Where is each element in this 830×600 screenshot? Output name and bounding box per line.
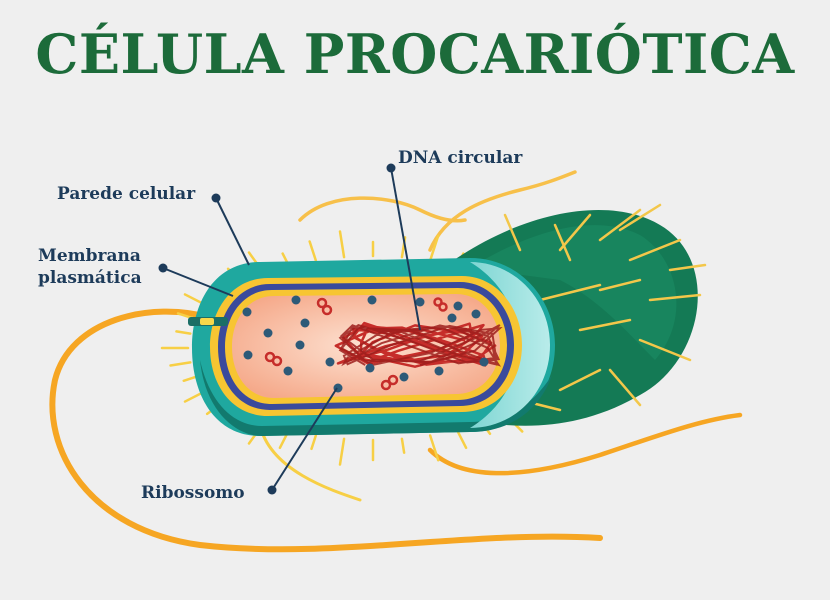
pilus <box>338 230 346 259</box>
pilus <box>169 361 192 367</box>
plasmids <box>264 297 448 391</box>
flagellum-left <box>49 308 603 553</box>
ribosome <box>447 313 457 323</box>
pilus <box>598 208 642 242</box>
cell-wall-cap <box>470 262 550 428</box>
ribosome <box>367 295 377 305</box>
ribosome <box>399 372 409 382</box>
pilus <box>400 437 406 454</box>
ribosome <box>365 363 375 373</box>
pilus <box>598 278 642 292</box>
pilus <box>608 368 642 407</box>
ribosomes <box>242 295 489 393</box>
ribosome <box>325 357 335 367</box>
pilus <box>538 283 602 302</box>
back-pili <box>503 203 707 412</box>
pilus <box>428 234 440 262</box>
ribosome <box>471 309 481 319</box>
flagellum-top-2 <box>298 196 467 223</box>
label-plasma-membrane-line2: plasmática <box>38 268 142 288</box>
pilus <box>553 223 572 262</box>
pilus <box>628 238 682 262</box>
label-plasma-membrane-line1: Membrana <box>38 246 141 266</box>
pilus <box>428 434 440 462</box>
ribosome <box>479 357 489 367</box>
ribosome <box>295 340 305 350</box>
pilus <box>308 240 318 262</box>
ribosome <box>243 350 253 360</box>
pilus <box>648 293 702 302</box>
label-cell-wall: Parede celular <box>57 184 196 204</box>
pilus <box>558 213 592 252</box>
flagellum-base-core <box>200 318 214 325</box>
pilus <box>558 368 602 392</box>
pilus <box>455 428 468 450</box>
ribosome <box>415 297 425 307</box>
ribosome <box>300 318 310 328</box>
ribosome <box>291 295 301 305</box>
ribosome <box>434 366 444 376</box>
pilus <box>578 318 632 332</box>
leader-lines <box>162 167 421 491</box>
label-circular-dna: DNA circular <box>398 148 523 168</box>
pilus <box>668 263 707 272</box>
pilus <box>175 330 192 335</box>
pilus <box>182 375 199 383</box>
flagellum-bottom-2 <box>258 423 362 502</box>
cell-back-highlight <box>470 225 677 360</box>
flagellum-bottom <box>427 412 743 476</box>
pilus <box>503 213 522 252</box>
flagellum-top <box>428 170 577 252</box>
pilus <box>310 434 318 451</box>
label-ribosome: Ribossomo <box>141 483 245 503</box>
dna-circular <box>334 321 503 368</box>
pilus <box>338 437 346 466</box>
page-title: CÉLULA PROCARIÓTICA <box>35 22 795 86</box>
leader-dots <box>158 163 396 495</box>
ribosome <box>453 301 463 311</box>
ribosome <box>263 328 273 338</box>
pilus <box>638 338 692 362</box>
ribosome <box>242 307 252 317</box>
label-plasma-membrane: Membrana plasmática <box>38 245 142 289</box>
ribosome <box>283 366 293 376</box>
pilus <box>618 203 662 232</box>
